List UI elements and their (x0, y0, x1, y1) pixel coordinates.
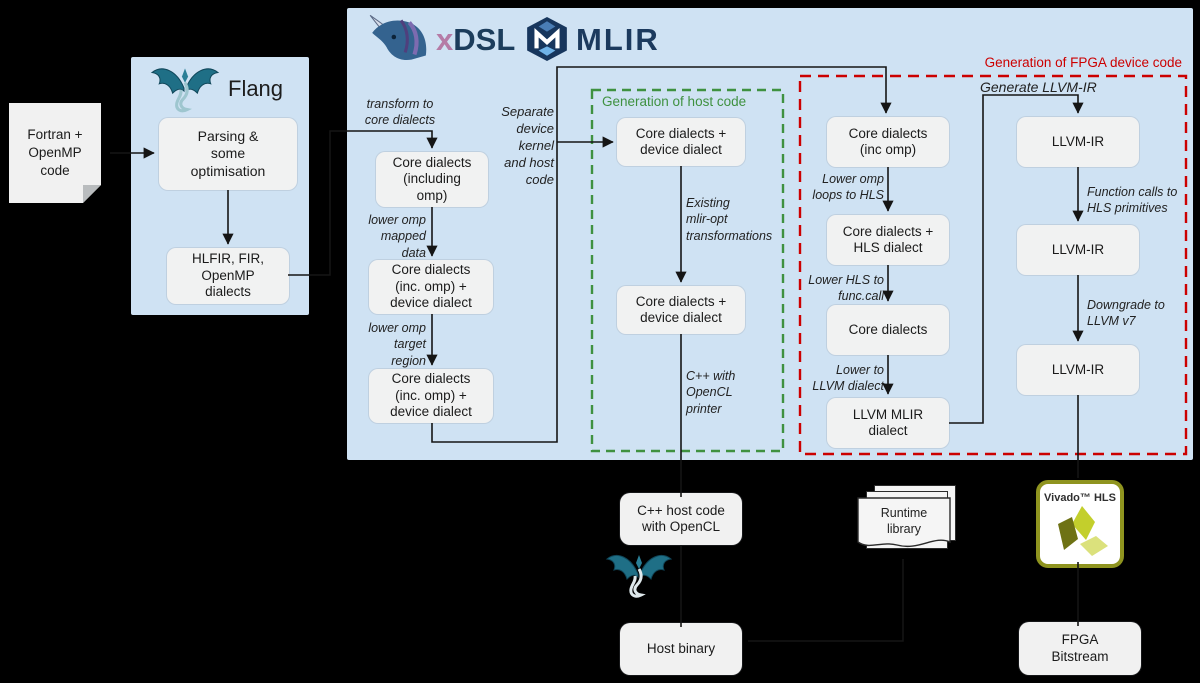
cpp-host-code-box: C++ host code with OpenCL (620, 493, 742, 545)
edge-label-lower-to-llvm: Lower to LLVM dialect (812, 363, 884, 394)
edge-label-cpp-opencl-printer: C++ with OpenCL printer (686, 369, 736, 416)
vivado-diamonds-icon (1058, 506, 1108, 556)
fpga-node-core-hls-dialect: Core dialects + HLS dialect (827, 215, 949, 265)
edge-label-downgrade-llvm-v7: Downgrade to LLVM v7 (1087, 298, 1165, 329)
node-core-device-dialect-2: Core dialects (inc. omp) + device dialec… (369, 369, 493, 423)
fortran-doc-label: Fortran + OpenMP code (27, 126, 83, 179)
vivado-hls-logo: Vivado™ HLS (1036, 480, 1124, 568)
host-node-core-device-1: Core dialects + device dialect (617, 118, 745, 166)
flang-parsing-node: Parsing & some optimisation (159, 118, 297, 190)
fortran-source-document: Fortran + OpenMP code (9, 103, 101, 203)
flang-dragon-icon (150, 68, 220, 113)
host-binary-box: Host binary (620, 623, 742, 675)
fpga-node-core-dialects: Core dialects (827, 305, 949, 355)
compiler-dragon-icon (605, 555, 673, 598)
runtime-library-label: Runtime library (880, 506, 928, 537)
mlir-wordmark: MLIR (576, 22, 660, 57)
flang-title: Flang (228, 76, 284, 101)
xdsl-unicorn-icon (369, 14, 427, 61)
stacked-pages-icon (857, 497, 951, 548)
fpga-node-llvm-ir-2: LLVM-IR (1017, 225, 1139, 275)
edge-label-function-calls-hls: Function calls to HLS primitives (1087, 185, 1178, 216)
edge-label-existing-mlir-opt: Existing mlir-opt transformations (686, 196, 773, 243)
edge-label-generate-llvm-ir: Generate LLVM-IR (980, 79, 1097, 95)
xdsl-wordmark: xDSL (436, 22, 515, 58)
fpga-bitstream-box: FPGA Bitstream (1019, 622, 1141, 675)
edge-label-transform-to-core: transform to core dialects (364, 97, 436, 128)
fpga-node-llvm-ir-3: LLVM-IR (1017, 345, 1139, 395)
edge-label-lower-omp-loops: Lower omp loops to HLS (812, 172, 884, 203)
flang-dialects-node: HLFIR, FIR, OpenMP dialects (167, 248, 289, 304)
host-region-title: Generation of host code (602, 94, 747, 109)
host-node-core-device-2: Core dialects + device dialect (617, 286, 745, 334)
fpga-node-llvm-ir-1: LLVM-IR (1017, 117, 1139, 167)
node-core-device-dialect-1: Core dialects (inc. omp) + device dialec… (369, 260, 493, 314)
fpga-node-core-inc-omp: Core dialects (inc omp) (827, 117, 949, 167)
edge-label-lower-omp-target: lower omp target region (368, 321, 426, 368)
node-core-dialects-including-omp: Core dialects (including omp) (376, 152, 488, 207)
xdsl-x: x (436, 22, 454, 57)
mlir-logo-icon (527, 17, 567, 61)
xdsl-dsl: DSL (453, 22, 516, 57)
vivado-hls-label: Vivado™ HLS (1044, 492, 1116, 504)
edge-label-lower-omp-mapped: lower omp mapped data (368, 213, 426, 260)
fpga-node-llvm-mlir-dialect: LLVM MLIR dialect (827, 398, 949, 448)
fpga-region-title: Generation of FPGA device code (984, 55, 1182, 70)
edge-label-lower-hls-funccall: Lower HLS to func.call (808, 273, 884, 304)
